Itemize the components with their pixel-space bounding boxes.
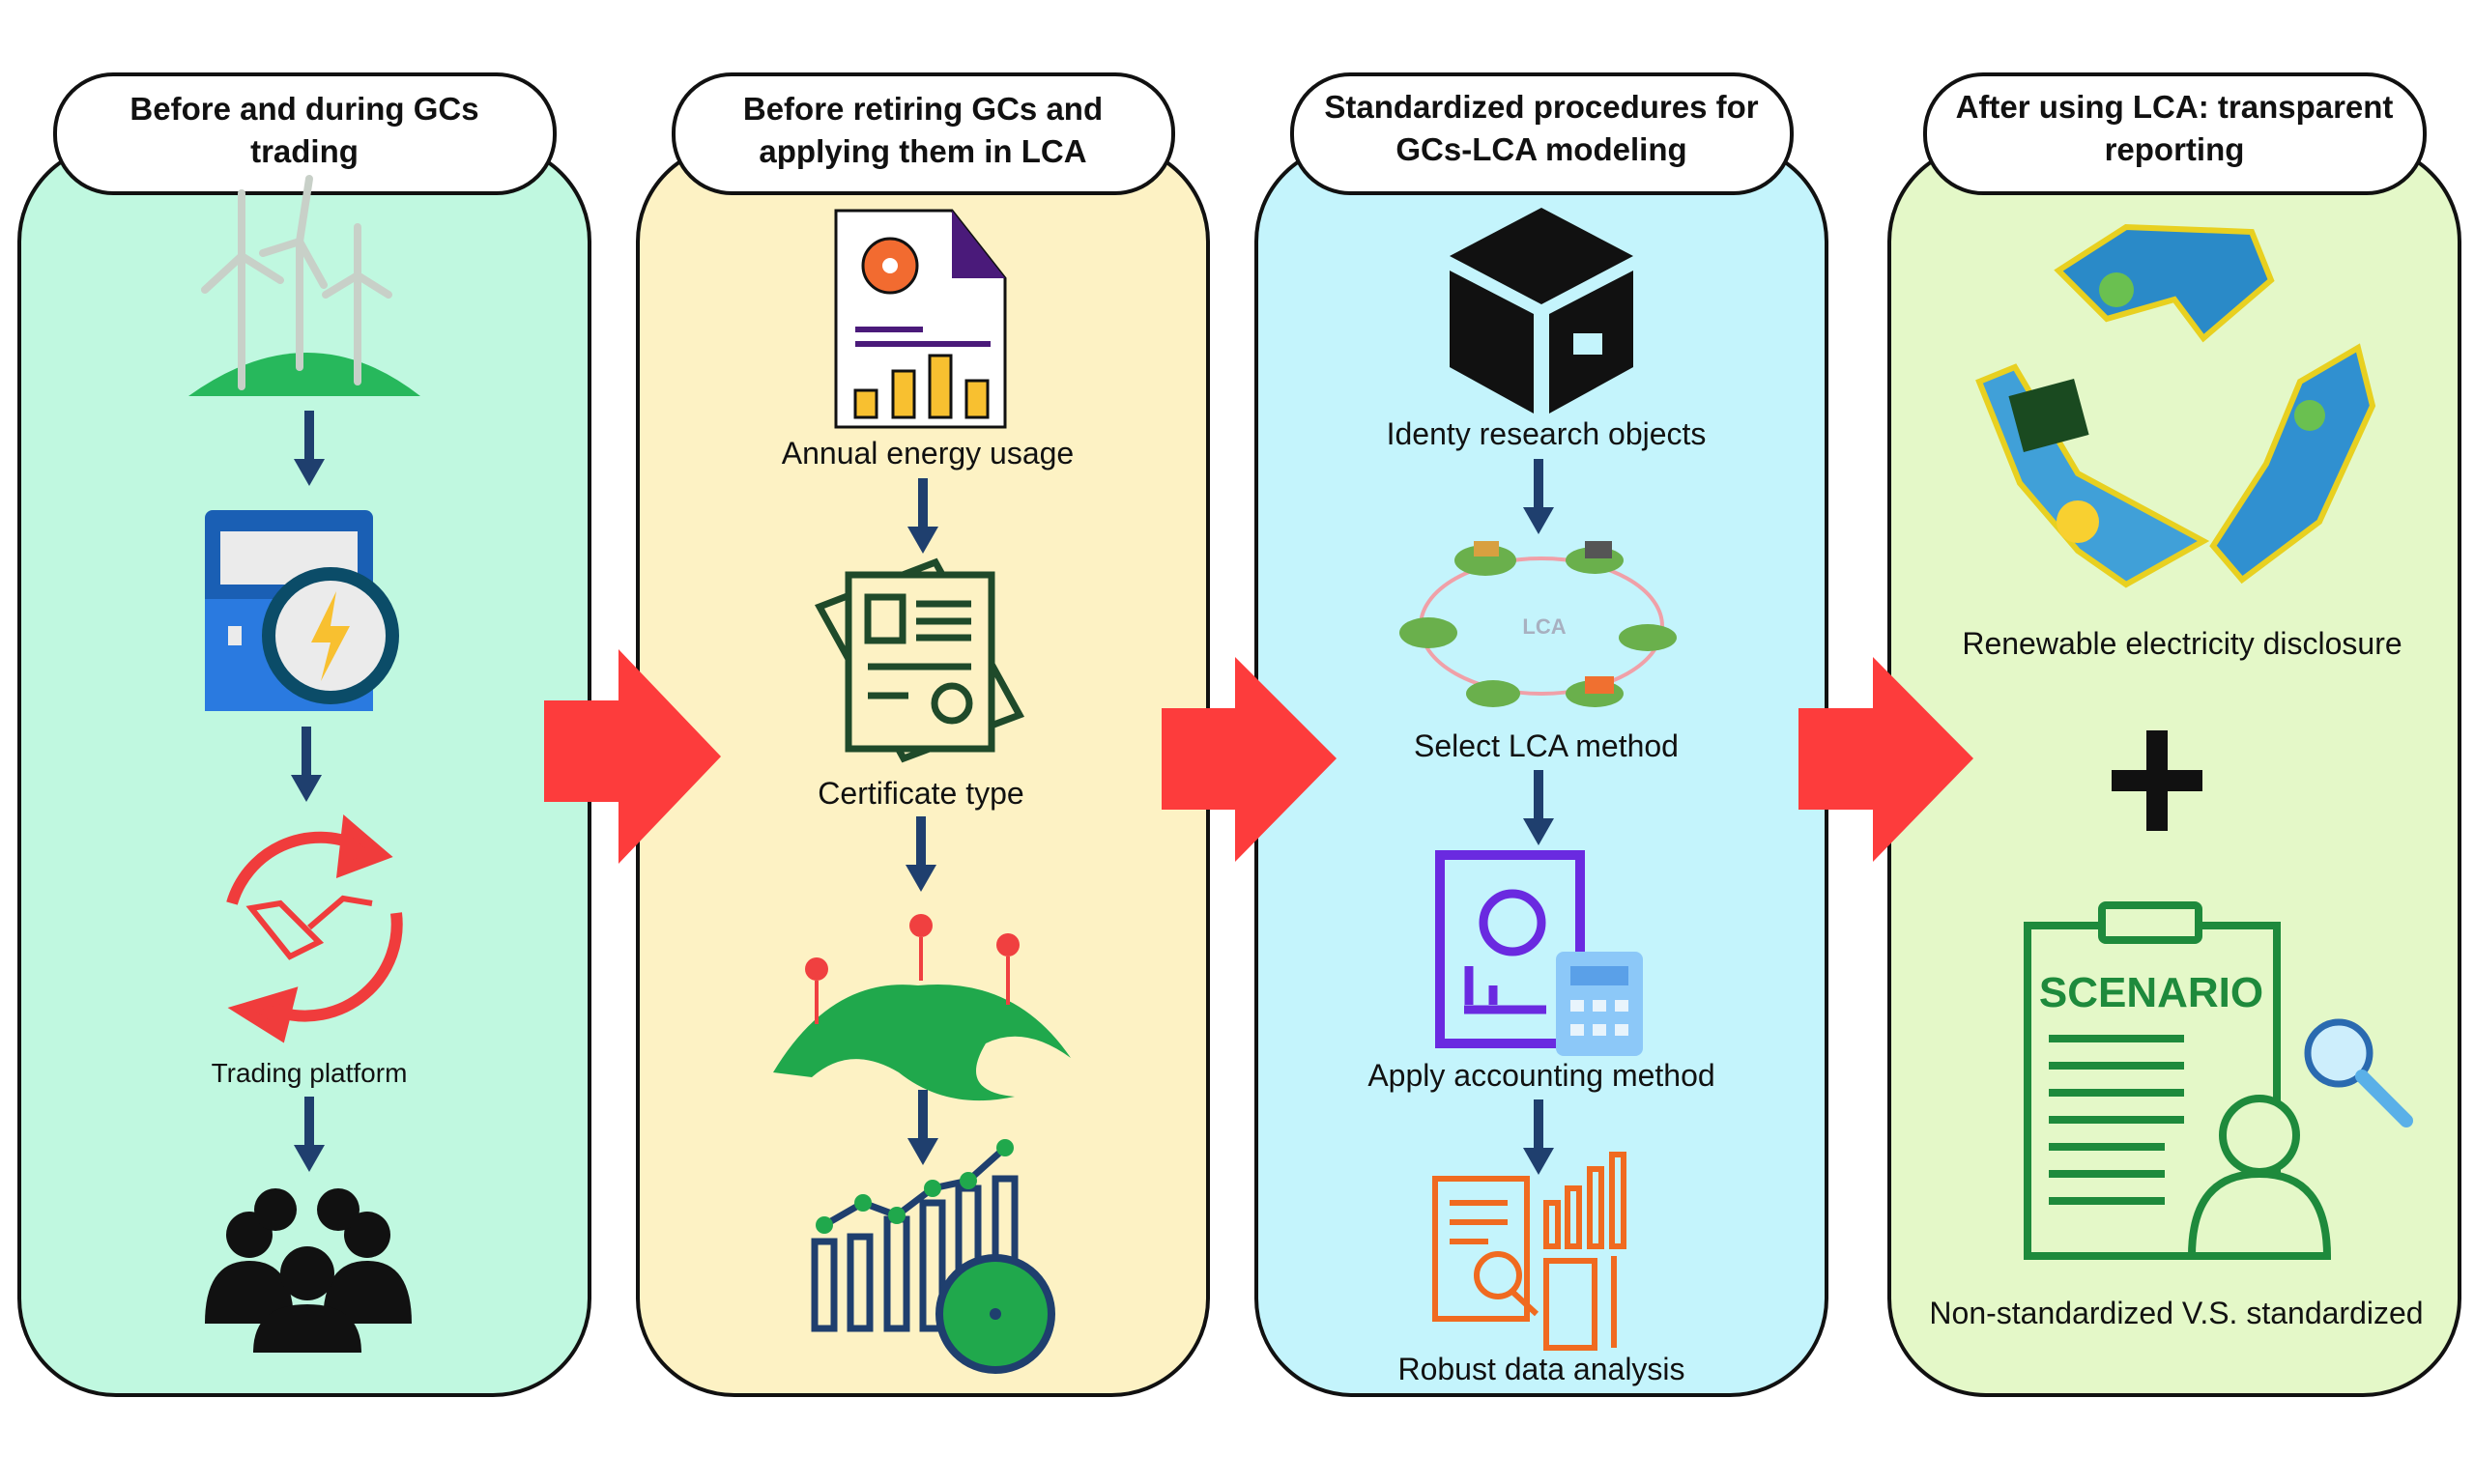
- wind-turbine-icon: [188, 175, 420, 396]
- select-lca-method-label: Select LCA method: [1414, 728, 1679, 763]
- panel-title: Before and during GCs: [129, 91, 478, 127]
- globe-location-pins-icon: [773, 914, 1071, 1101]
- certificate-type-label: Certificate type: [818, 776, 1023, 811]
- handshake-exchange-icon: [226, 814, 403, 1043]
- panel-header-pill: [672, 72, 1175, 195]
- renewable-recycle-icon: [1975, 223, 2376, 588]
- non-standardized-vs-standardized-label: Non-standardized V.S. standardized: [1929, 1296, 2423, 1330]
- panel-title: After using LCA: transparent: [1956, 89, 2394, 125]
- panel-title: GCs-LCA modeling: [1395, 131, 1686, 167]
- trading-platform-label: Trading platform: [212, 1058, 408, 1088]
- lca-center-label: LCA: [1522, 614, 1566, 639]
- identy-research-objects-label: Identy research objects: [1387, 416, 1707, 451]
- panel-title: trading: [250, 133, 359, 169]
- panel-title: Before retiring GCs and: [743, 91, 1103, 127]
- scenario-clipboard-icon: SCENARIO: [2024, 901, 2413, 1260]
- panel-title: reporting: [2105, 131, 2245, 167]
- accounting-document-calculator-icon: [1435, 850, 1643, 1056]
- panel-title: applying them in LCA: [759, 133, 1086, 169]
- growth-chart-clock-icon: [811, 1139, 1055, 1374]
- annual-energy-usage-label: Annual energy usage: [782, 436, 1074, 471]
- data-analysis-icon: [1432, 1152, 1626, 1351]
- panel-header-pill: [1923, 72, 2427, 195]
- flow-arrow-2: [1162, 657, 1337, 862]
- certificate-icon: [814, 557, 1025, 763]
- scenario-word: SCENARIO: [2039, 969, 2263, 1016]
- robust-data-analysis-label: Robust data analysis: [1397, 1352, 1684, 1386]
- people-group-icon: [205, 1188, 412, 1353]
- renewable-electricity-disclosure-label: Renewable electricity disclosure: [1962, 626, 2402, 661]
- box-object-icon: [1450, 208, 1633, 414]
- lca-cycle-icon: LCA: [1399, 541, 1677, 707]
- energy-report-document-icon: [834, 209, 1007, 429]
- flow-arrow-1: [544, 649, 721, 864]
- plus-icon: [2112, 730, 2202, 831]
- panel-header-pill: [1290, 72, 1794, 195]
- flow-arrow-3: [1798, 657, 1973, 862]
- panel-title: Standardized procedures for: [1324, 89, 1758, 125]
- apply-accounting-method-label: Apply accounting method: [1367, 1058, 1714, 1093]
- energy-meter-card-icon: [205, 510, 399, 711]
